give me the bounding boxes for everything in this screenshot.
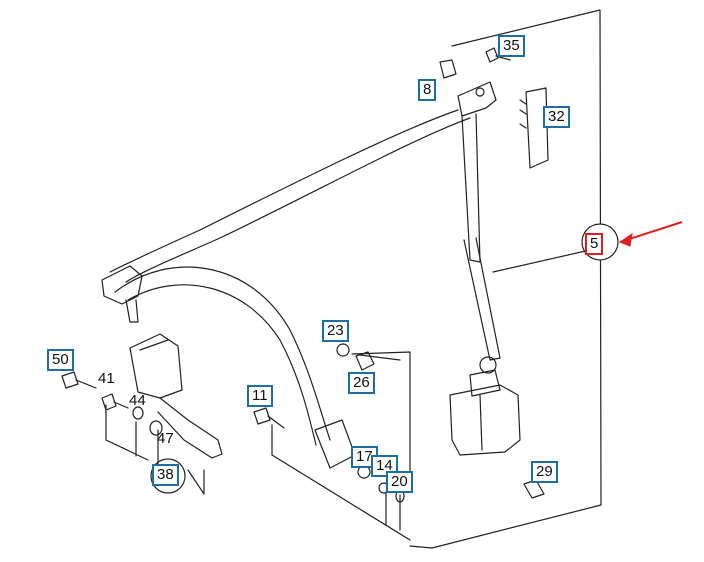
panel-crease xyxy=(492,249,591,273)
callout-35: 35 xyxy=(498,35,525,57)
retractor-body xyxy=(449,384,521,456)
tongue-plate xyxy=(101,265,143,305)
callout-23: 23 xyxy=(322,320,349,342)
guide-rail xyxy=(461,113,481,263)
callout-11: 11 xyxy=(247,385,273,407)
callout-44: 44 xyxy=(129,392,146,409)
belt-end-fitting xyxy=(314,419,356,469)
bolt-50 xyxy=(61,371,97,389)
callout-8: 8 xyxy=(418,79,437,101)
washer-44 xyxy=(132,406,144,420)
callout-38: 38 xyxy=(152,464,179,486)
buckle-head xyxy=(129,333,183,399)
callout-32: 32 xyxy=(543,106,570,128)
nut-23 xyxy=(336,343,350,357)
webbing-lap-2 xyxy=(127,284,317,446)
spacer-47 xyxy=(149,420,163,436)
buckle-stalk xyxy=(157,397,223,459)
webbing-upper xyxy=(109,109,459,273)
callout-20: 20 xyxy=(386,471,413,493)
bolt-41 xyxy=(101,393,129,411)
callout-50: 50 xyxy=(47,349,74,371)
nut-8 xyxy=(439,59,457,79)
upper-anchor xyxy=(457,81,497,117)
callout-41: 41 xyxy=(98,370,115,387)
webbing-upper-2 xyxy=(125,117,471,283)
pillar-panel xyxy=(409,9,602,549)
adjuster-bracket xyxy=(525,87,549,169)
circle-38 xyxy=(150,458,186,494)
callout-5: 5 xyxy=(585,233,604,255)
bolt-11 xyxy=(253,407,285,429)
cap-26 xyxy=(355,351,375,371)
webbing-lap xyxy=(114,266,331,441)
callout-29: 29 xyxy=(531,461,558,483)
callout-47: 47 xyxy=(157,430,174,447)
callout-26: 26 xyxy=(348,372,375,394)
